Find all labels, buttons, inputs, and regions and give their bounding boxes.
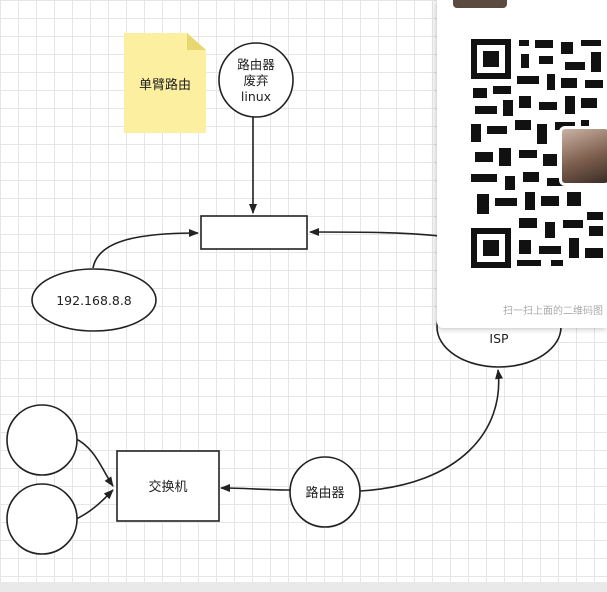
router-deprecated-label-1: 路由器 [237, 57, 275, 72]
bottom-bar [0, 582, 607, 592]
qr-overlay-panel[interactable]: 扫一扫上面的二维码图 [437, 0, 607, 328]
router-label: 路由器 [305, 485, 344, 501]
note-label: 单臂路由 [138, 78, 191, 93]
edge-isp-to-device [309, 228, 441, 237]
edge-pc1-to-switch [73, 437, 114, 487]
edge-ip-to-device [92, 229, 199, 269]
isp-label: ISP [489, 331, 509, 346]
ip-node[interactable] [31, 268, 157, 332]
avatar [559, 126, 607, 186]
qr-caption: 扫一扫上面的二维码图 [503, 306, 603, 317]
pc-node-2[interactable] [6, 483, 78, 555]
router-deprecated-label-2: 废弃 [243, 73, 268, 88]
router-deprecated-node[interactable] [218, 42, 294, 118]
pc-node-1[interactable] [6, 404, 78, 476]
note-fold [187, 33, 206, 50]
ip-label: 192.168.8.8 [56, 293, 132, 308]
switch-label: 交换机 [148, 479, 187, 495]
edge-router-to-switch [220, 484, 291, 493]
note-shape[interactable] [124, 33, 206, 133]
router-node[interactable] [289, 456, 361, 528]
router-deprecated-label-3: linux [241, 89, 271, 104]
edge-pc2-to-switch [73, 489, 114, 521]
edge-router-to-isp [359, 369, 504, 492]
device-box[interactable] [200, 215, 308, 250]
avatar-top [453, 0, 507, 8]
switch-box[interactable] [116, 450, 220, 522]
